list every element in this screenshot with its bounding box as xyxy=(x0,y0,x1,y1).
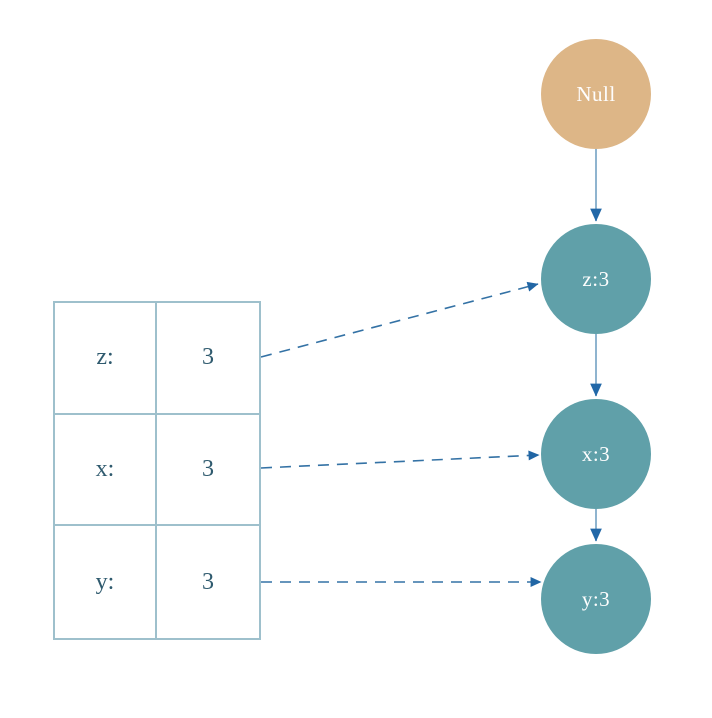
edge-xrow-to-xnode xyxy=(260,450,540,469)
table-cell-value-y: 3 xyxy=(202,568,214,595)
value-node-z-label: z:3 xyxy=(582,266,610,291)
null-node: Null xyxy=(541,39,651,149)
value-node-x: x:3 xyxy=(541,399,651,509)
value-node-x-label: x:3 xyxy=(581,441,611,466)
table-cell-name-z: z: xyxy=(55,303,157,415)
value-node-y: y:3 xyxy=(541,544,651,654)
table-cell-value-x: 3 xyxy=(157,415,259,527)
table-cell-name-x: x: xyxy=(55,414,157,527)
variable-table: z: 3 x: 3 y: 3 xyxy=(53,301,261,640)
value-node-z: z:3 xyxy=(541,224,651,334)
table-cell-value-z: 3 xyxy=(157,303,259,415)
null-node-label: Null xyxy=(576,81,616,106)
edge-zrow-to-znode xyxy=(260,281,539,358)
table-cell-name-y: y: xyxy=(55,526,157,638)
value-node-y-label: y:3 xyxy=(581,586,611,611)
